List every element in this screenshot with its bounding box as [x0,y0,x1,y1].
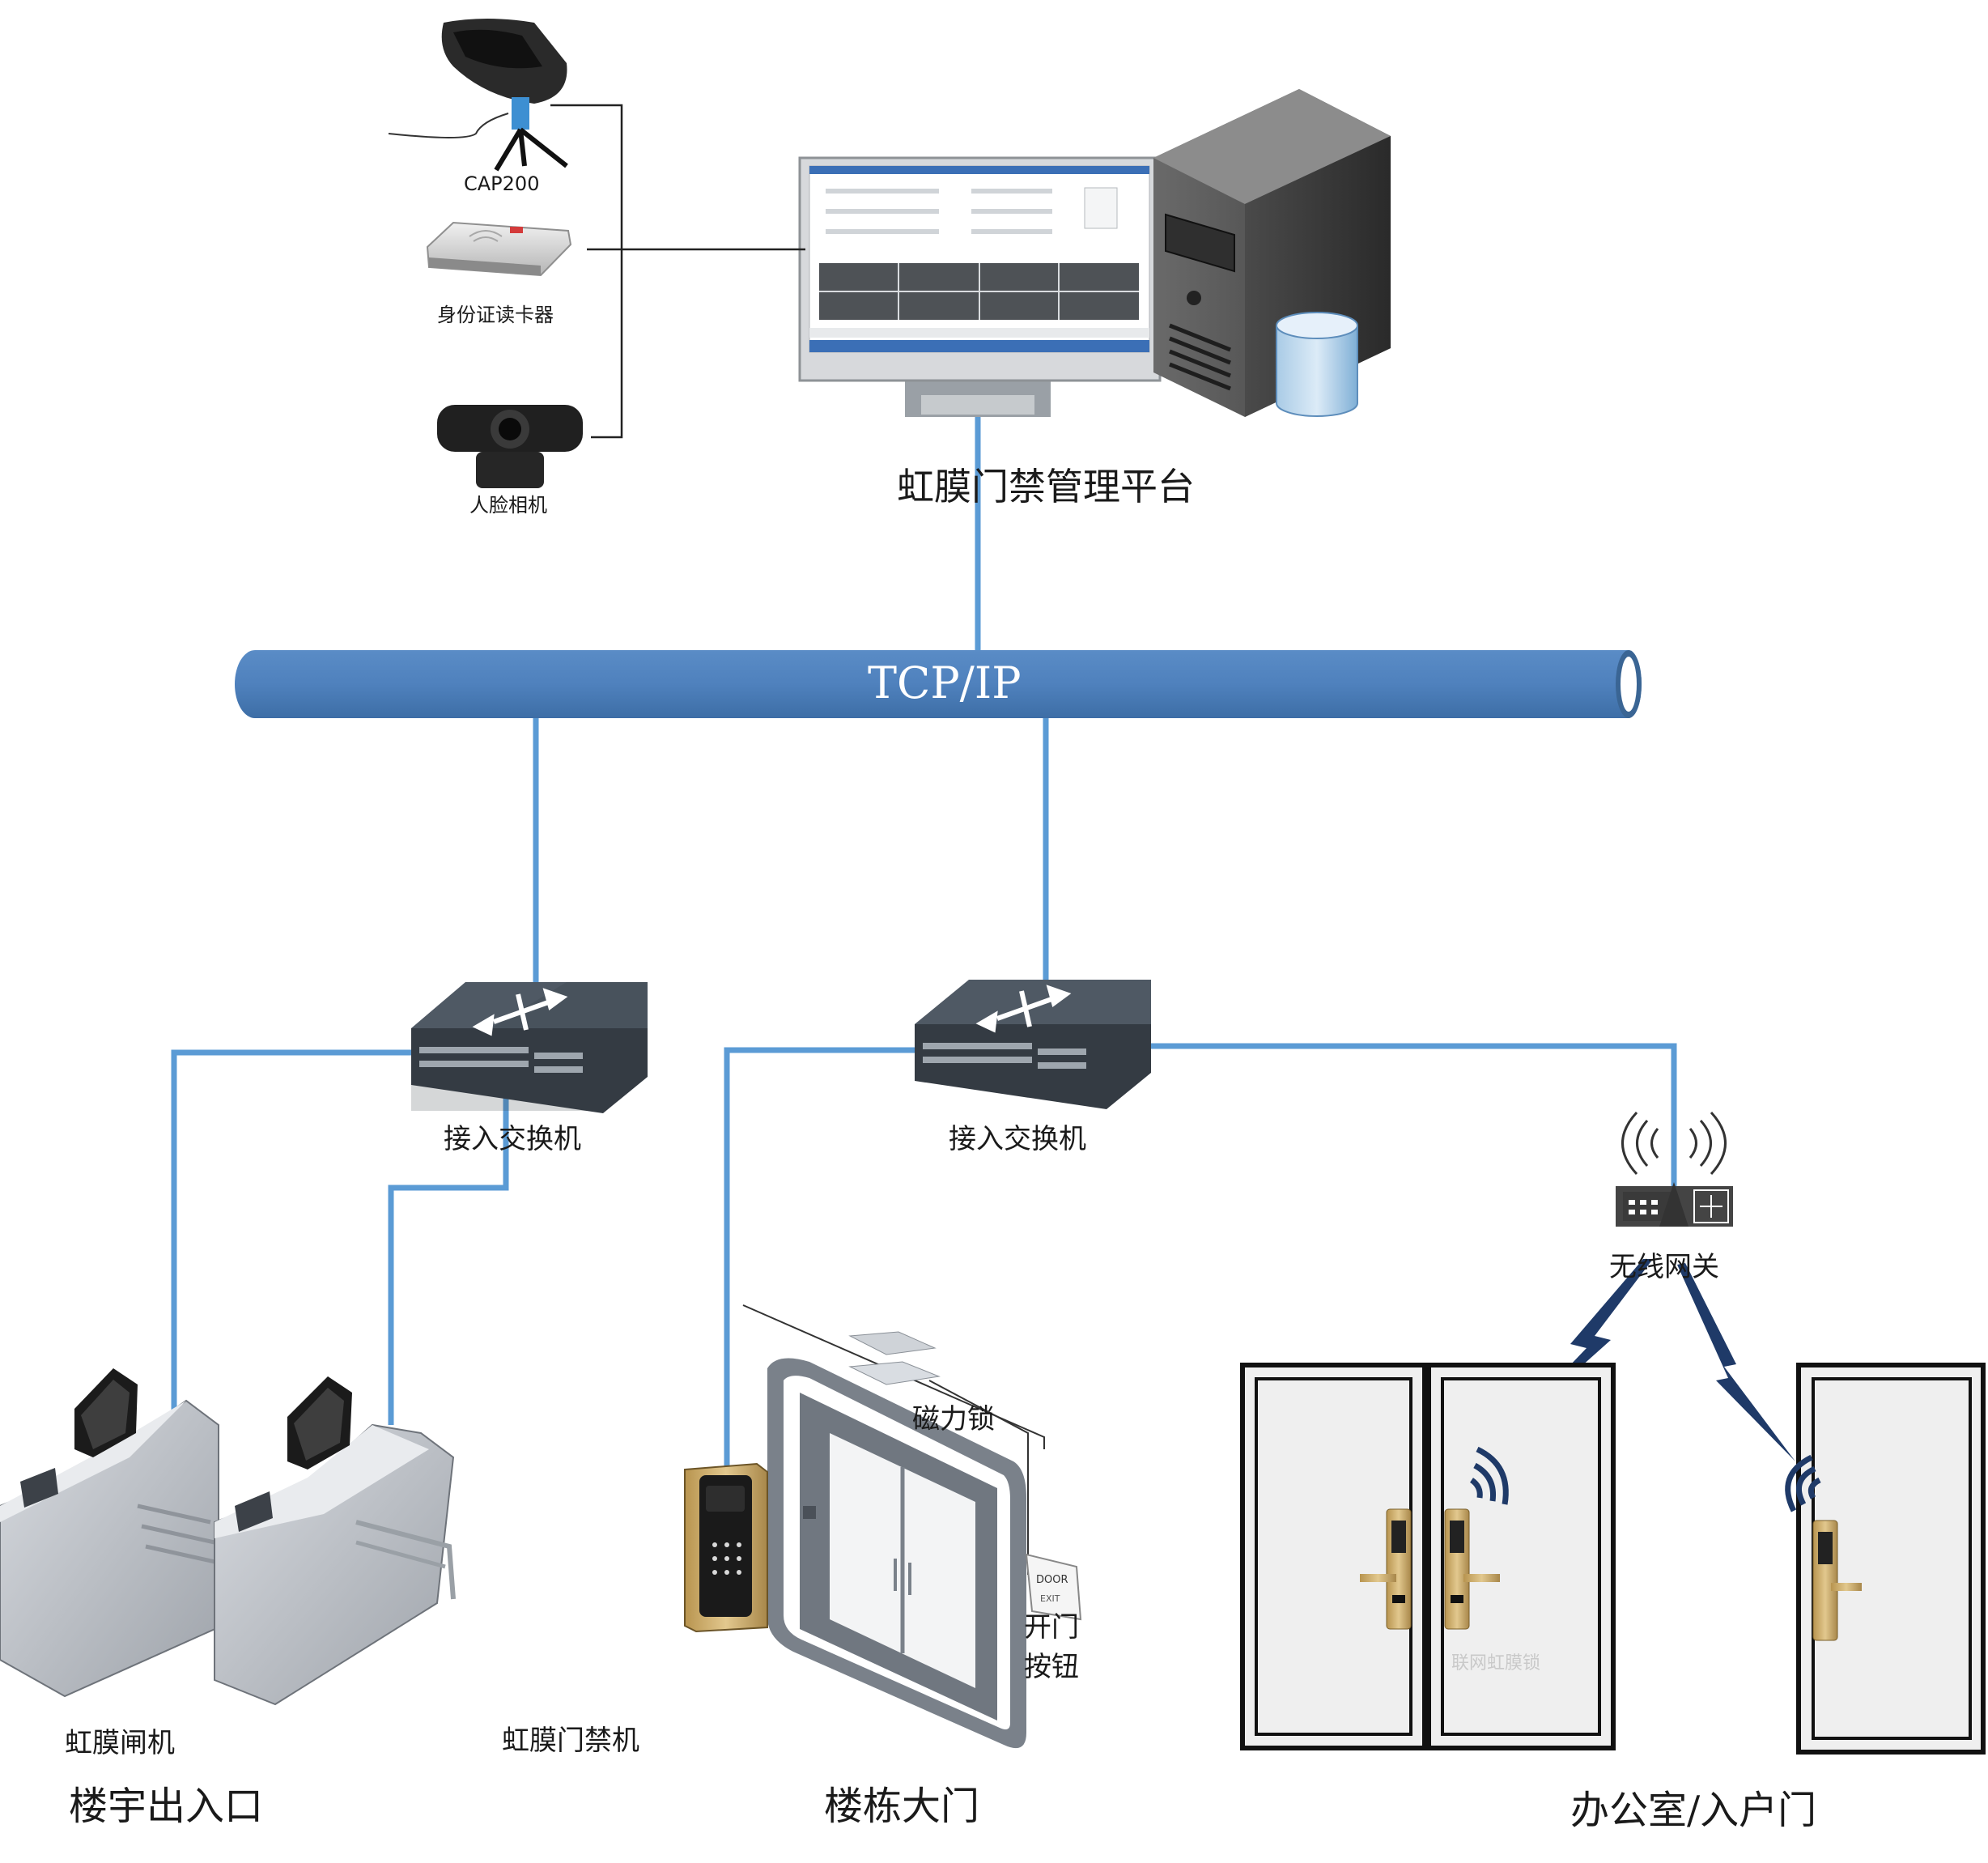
right-switch-label: 接入交换机 [949,1123,1086,1155]
iris-turnstile-icon [0,1368,456,1706]
platform-title: 虹膜门禁管理平台 [897,465,1195,508]
door-reader-link [724,1047,915,1478]
gateway-link [1151,1043,1677,1198]
iris-door-reader-icon [684,1462,768,1633]
database-icon [1276,312,1358,417]
id-reader-label: 身份证读卡器 [437,304,554,326]
zone-label-building-door: 楼栋大门 [824,1784,980,1829]
left-switch-label: 接入交换机 [444,1123,581,1155]
smart-lock-left-icon [1360,1508,1412,1630]
zone-label-entrance: 楼宇出入口 [69,1784,264,1829]
networked-iris-lock-label: 联网虹膜锁 [1451,1653,1541,1674]
wifi-icon [1469,1446,1509,1505]
network-label: TCP/IP [868,657,1022,708]
exit-button-label-line2: 按钮 [1024,1651,1079,1683]
smart-lock-single-icon [1812,1520,1862,1641]
iris-camera-label: CAP200 [464,172,540,195]
office-single-door-icon [1785,1363,1986,1755]
smart-lock-right-icon [1444,1508,1500,1630]
building-door-icon: DOOR EXIT [684,1304,1082,1749]
exit-button-label-line1: 开门 [1024,1611,1079,1644]
maglock-label: 磁力锁 [912,1403,995,1436]
wireless-gateway-icon [1616,1111,1733,1227]
face-camera-icon [437,405,583,488]
monitor-icon [798,156,1162,417]
gate-link [171,1049,411,1413]
network-links [171,405,1677,1478]
wifi-icon-single [1785,1454,1821,1512]
id-card-reader-icon [426,221,572,277]
peripheral-connector [550,104,805,439]
face-camera-label: 人脸相机 [469,494,547,517]
tcpip-pipe [235,650,1642,718]
gateway-label: 无线网关 [1609,1251,1719,1283]
zone-label-office: 办公室/入户门 [1570,1788,1817,1833]
exit-button-icon: DOOR EXIT [1025,1553,1082,1621]
iris-camera-icon [388,19,568,172]
exit-plate-text-door: DOOR [1036,1574,1068,1586]
iris-gate-label: 虹膜闸机 [65,1727,175,1759]
exit-plate-text-exit: EXIT [1040,1593,1060,1604]
right-switch-icon [915,980,1151,1109]
office-double-door-icon [1240,1363,1616,1750]
wireless-signal-bolts [1497,1259,1795,1461]
switch-arrows-icon [472,988,568,1036]
switch-arrows-icon [975,985,1072,1033]
iris-controller-label: 虹膜门禁机 [502,1725,639,1757]
left-switch-icon [411,982,648,1113]
controller-link [388,1095,509,1425]
